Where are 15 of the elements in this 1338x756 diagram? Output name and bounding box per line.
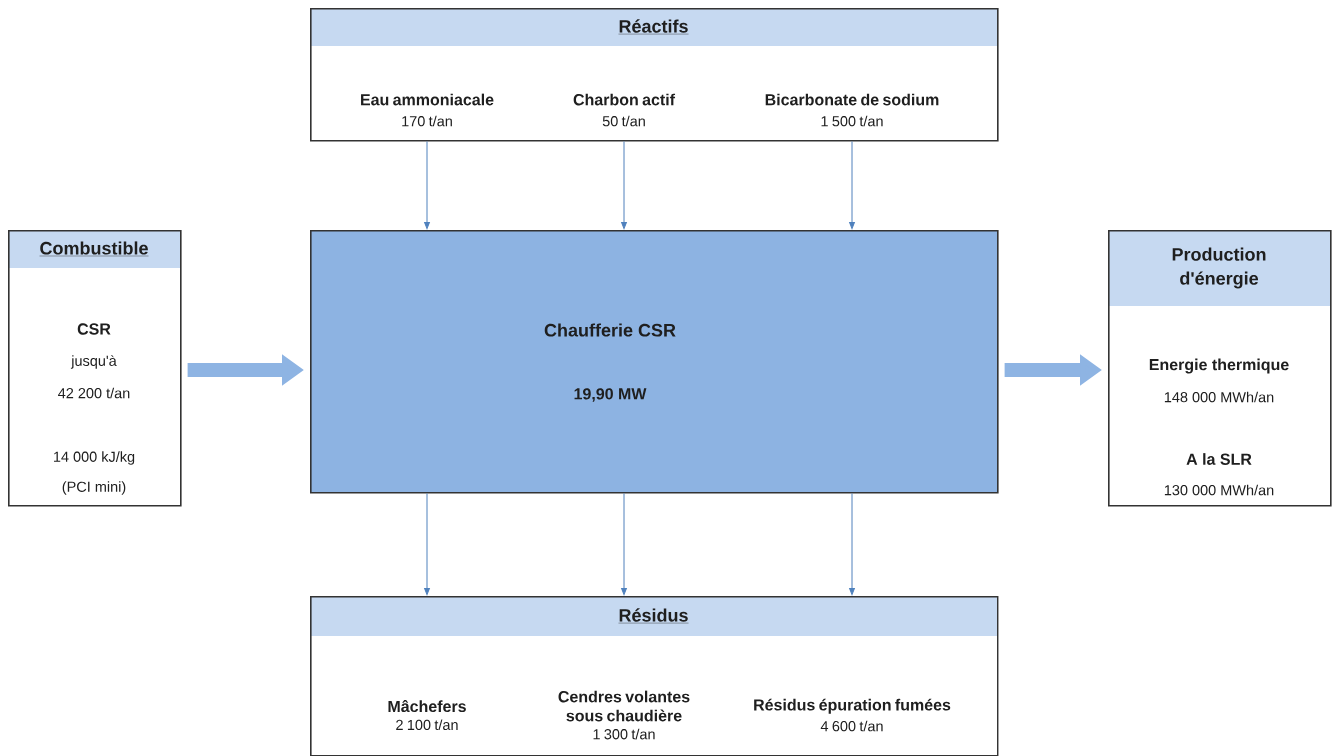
reagent-entry: Bicarbonate de sodium 1 500 t/an — [765, 93, 939, 127]
boiler-box: Chaufferie CSR 19,90 MW — [310, 230, 999, 494]
arrow — [849, 493, 855, 596]
residue-entry: Cendres volantes sous chaudière 1 300 t/an — [558, 690, 690, 740]
residue-entry: Mâchefers 2 100 t/an — [388, 699, 466, 731]
arrow — [424, 493, 430, 596]
residue-entry: Résidus épuration fumées 4 600 t/an — [754, 698, 951, 732]
arrow — [621, 141, 627, 230]
arrow — [849, 141, 855, 230]
energy-box: Production d'énergie Energie thermique 148 000 MWh/an A la SLR 130 000 MWh/an — [1108, 230, 1332, 507]
fuel-box: Combustible CSR jusqu'à 42 200 t/an 14 000 kJ/kg (PCI mini) — [8, 230, 182, 507]
reagent-entry: Charbon actif 50 t/an — [573, 93, 676, 127]
arrow — [424, 141, 430, 230]
reagent-entry: Eau ammoniacale 170 t/an — [361, 93, 494, 127]
arrow — [621, 493, 627, 596]
